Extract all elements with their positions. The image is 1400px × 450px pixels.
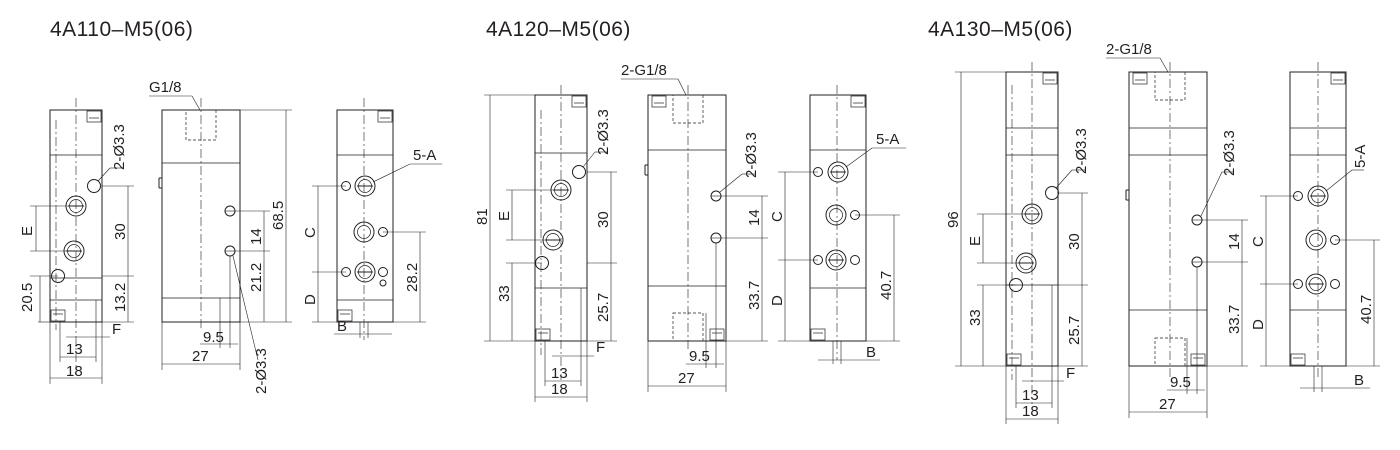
diagram-4a120: 4A120–M5(06) 2-Ø3.3 [474, 18, 906, 402]
dim-13-2: 13.2 [112, 283, 129, 312]
dim-28-2: 28.2 [404, 263, 421, 292]
port-view: 5-A C D 28.2 B [302, 98, 442, 340]
dim-25-7: 25.7 [595, 293, 612, 322]
thread-label: 2-G1/8 [1106, 41, 1152, 58]
dim-21-2: 21.2 [248, 263, 265, 292]
label-b: B [1354, 372, 1364, 389]
dim-13: 13 [66, 341, 83, 358]
dim-33-7: 33.7 [746, 281, 763, 310]
label-f: F [1066, 365, 1075, 382]
label-e: E [19, 226, 36, 236]
label-b: B [866, 344, 876, 361]
dim-18: 18 [1022, 403, 1039, 420]
dim-40-7: 40.7 [1358, 295, 1375, 324]
dim-14: 14 [746, 209, 763, 226]
label-b: B [337, 318, 347, 335]
hole-label: 2-Ø3.3 [1073, 128, 1090, 174]
side-view: 2-Ø3.3 30 25.7 81 E 33 [474, 85, 617, 402]
dim-27: 27 [678, 370, 695, 387]
dim-13: 13 [1022, 387, 1039, 404]
diagram-title: 4A110–M5(06) [50, 18, 193, 41]
dim-18: 18 [66, 363, 83, 380]
dim-9-5: 9.5 [689, 348, 710, 365]
dim-33-7: 33.7 [1226, 305, 1243, 334]
port-view: 5-A C D 40.7 B [769, 85, 906, 364]
dim-30: 30 [1066, 233, 1083, 250]
dim-33: 33 [496, 285, 513, 302]
label-e: E [496, 211, 513, 221]
front-view: 2-G1/8 2-Ø3.3 14 33.7 9.5 27 [1106, 41, 1248, 418]
hole-label: 2-Ø3.3 [743, 132, 760, 178]
hole-label-front: 2-Ø3.3 [253, 348, 270, 394]
label-c: C [302, 227, 319, 238]
label-e: E [967, 236, 984, 246]
diagram-4a130: 4A130–M5(06) 2-Ø3.3 [928, 18, 1380, 424]
dim-14: 14 [1226, 233, 1243, 250]
front-view: 2-G1/8 2-Ø3.3 14 33.7 9.5 27 [621, 62, 768, 392]
hole-label: 2-Ø3.3 [1221, 130, 1238, 176]
label-f: F [112, 321, 121, 338]
label-d: D [1250, 319, 1267, 330]
port-view: 5-A C D 40.7 B [1250, 62, 1380, 392]
port-label: 5-A [413, 147, 436, 164]
thread-label: G1/8 [149, 79, 182, 96]
dim-27: 27 [192, 348, 209, 365]
label-c: C [769, 211, 786, 222]
label-d: D [769, 295, 786, 306]
label-c: C [1250, 236, 1267, 247]
dim-20-5: 20.5 [19, 283, 36, 312]
diagram-title: 4A120–M5(06) [486, 18, 631, 41]
hole-label: 2-Ø3.3 [111, 124, 128, 170]
dim-27: 27 [1159, 396, 1176, 413]
dim-9-5: 9.5 [1170, 374, 1191, 391]
dim-81: 81 [474, 208, 491, 225]
diagram-4a110: 4A110–M5(06) 2- [19, 18, 442, 394]
thread-label: 2-G1/8 [621, 62, 667, 79]
port-label: 5-A [876, 131, 899, 148]
diagram-title: 4A130–M5(06) [928, 18, 1073, 41]
dim-13: 13 [551, 365, 568, 382]
dim-14: 14 [248, 228, 265, 245]
dim-33: 33 [967, 309, 984, 326]
dim-30: 30 [112, 223, 129, 240]
dim-30: 30 [595, 211, 612, 228]
dim-25-7: 25.7 [1066, 316, 1083, 345]
dim-40-7: 40.7 [878, 271, 895, 300]
dim-96: 96 [945, 211, 962, 228]
dim-18: 18 [551, 381, 568, 398]
label-d: D [302, 294, 319, 305]
side-view: 2-Ø3.3 30 25.7 96 E 33 [945, 62, 1090, 424]
dim-68-5: 68.5 [270, 201, 287, 230]
port-label: 5-A [1352, 145, 1369, 168]
hole-label: 2-Ø3.3 [595, 109, 612, 155]
front-view: G1/8 68.5 14 21.2 2-Ø3.3 9.5 27 [149, 79, 292, 394]
label-f: F [596, 339, 605, 356]
side-view: 2-Ø3.3 30 13.2 E 20.5 F [19, 98, 134, 384]
dim-9-5: 9.5 [203, 329, 224, 346]
